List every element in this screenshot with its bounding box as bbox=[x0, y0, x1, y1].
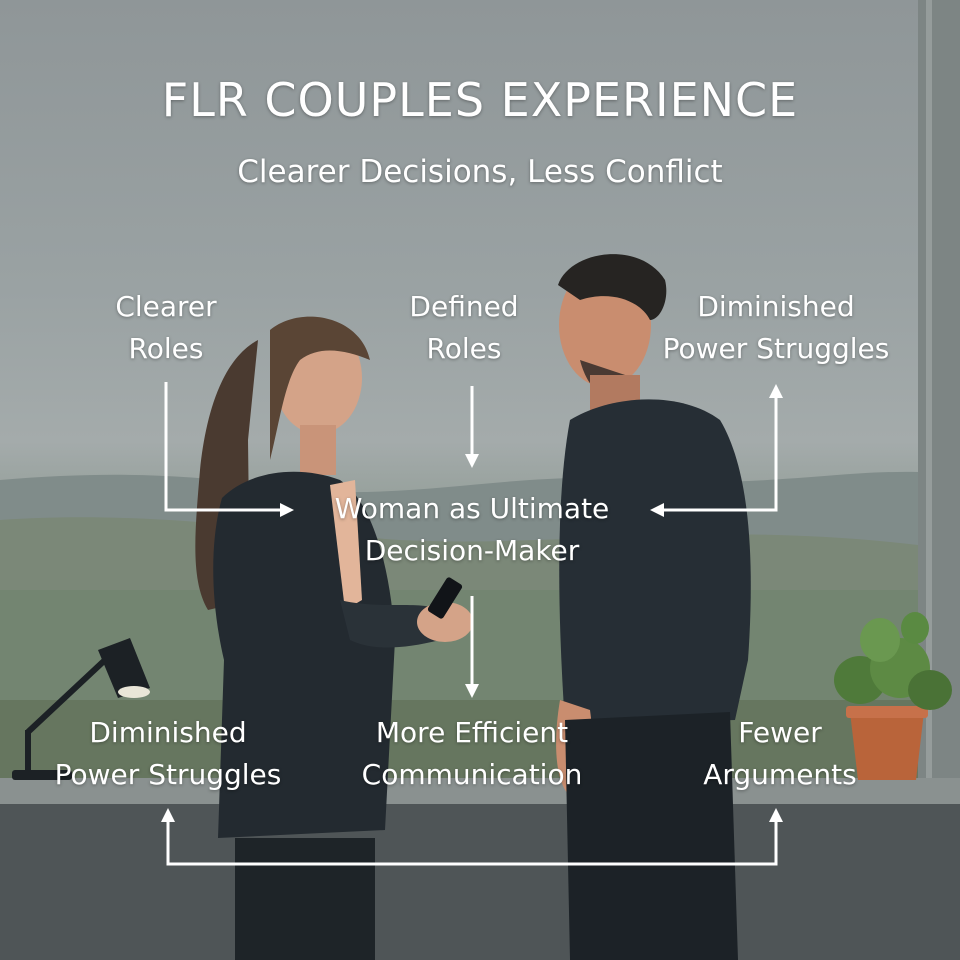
node-more-efficient-communication: More Efficient Communication bbox=[361, 716, 583, 791]
page-title: FLR COUPLES EXPERIENCE bbox=[161, 73, 799, 127]
arrow-bottom-bracket bbox=[166, 820, 778, 866]
woman-figure bbox=[195, 316, 473, 960]
arrow-center-to-top-right bbox=[662, 396, 778, 512]
node-fewer-arguments: Fewer Arguments bbox=[703, 716, 857, 791]
node-diminished-power-struggles-top: Diminished Power Struggles bbox=[662, 290, 890, 365]
page-subtitle: Clearer Decisions, Less Conflict bbox=[237, 154, 723, 190]
smartphone-icon bbox=[427, 577, 463, 619]
node-diminished-power-struggles-bottom: Diminished Power Struggles bbox=[54, 716, 282, 791]
node-woman-decision-maker: Woman as Ultimate Decision-Maker bbox=[334, 492, 610, 567]
man-figure bbox=[556, 254, 751, 960]
desk-lamp-icon bbox=[12, 638, 150, 780]
potted-plant-icon bbox=[834, 612, 952, 780]
arrow-clearer-roles-to-center bbox=[164, 382, 282, 512]
window-sill bbox=[0, 778, 960, 804]
node-clearer-roles: Clearer Roles bbox=[115, 290, 217, 365]
node-defined-roles: Defined Roles bbox=[409, 290, 519, 365]
wall bbox=[0, 804, 960, 960]
